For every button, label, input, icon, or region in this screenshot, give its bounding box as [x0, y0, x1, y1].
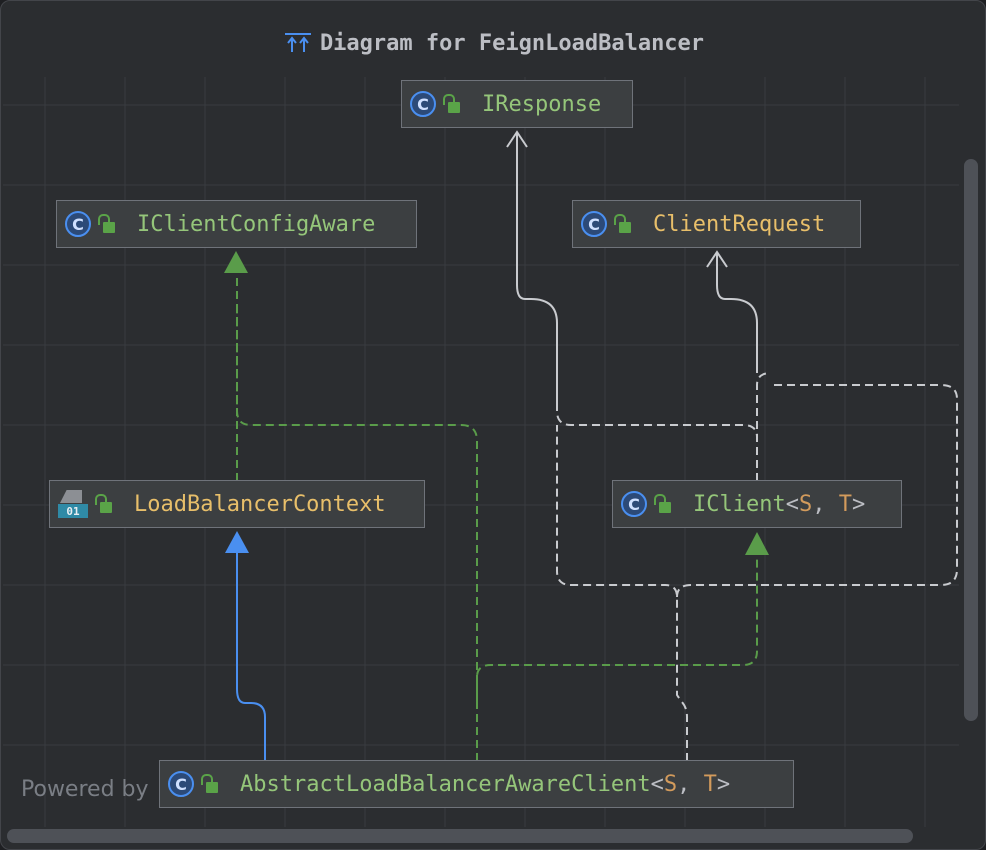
binary-class-icon: 01	[58, 489, 88, 519]
edge-depends-iclient-iresponse-arrowhead	[506, 130, 528, 148]
edge-depends-iclient-clientrequest-dash	[756, 372, 772, 481]
powered-by-label: Powered by	[21, 777, 149, 802]
node-label: AbstractLoadBalancerAwareClient<S, T>	[240, 771, 731, 797]
class-icon: C	[65, 211, 91, 237]
edge-extends-arrowhead	[225, 531, 249, 553]
diagram-title-bar: Diagram for FeignLoadBalancer	[1, 23, 985, 63]
edge-depends-iclient-iresponse-dash	[556, 410, 758, 481]
edge-depends-iclient-clientrequest-arrowhead	[706, 250, 728, 268]
lock-open-icon	[94, 492, 114, 516]
lock-open-icon	[442, 92, 462, 116]
node-iclientconfigaware[interactable]: C IClientConfigAware	[56, 200, 417, 248]
horizontal-scrollbar[interactable]	[7, 829, 913, 843]
lock-open-icon	[613, 212, 633, 236]
node-label: LoadBalancerContext	[134, 491, 386, 517]
edge-extends	[236, 549, 266, 761]
edge-implements-client-config	[236, 301, 478, 761]
edge-depends-iclient-iresponse	[516, 133, 558, 411]
diagram-layout-icon	[284, 33, 311, 52]
vertical-scrollbar[interactable]	[964, 159, 978, 721]
class-icon: C	[410, 91, 436, 117]
class-icon: C	[581, 211, 607, 237]
edge-implements-iclient	[476, 553, 758, 701]
edge-implements-context-config-arrowhead	[224, 251, 248, 273]
node-abstractloadbalancerawareclient[interactable]: C AbstractLoadBalancerAwareClient<S, T>	[159, 760, 794, 808]
node-iclient[interactable]: C IClient<S, T>	[612, 480, 902, 528]
node-label: IClientConfigAware	[137, 211, 376, 237]
lock-open-icon	[200, 772, 220, 796]
node-label: IClient<S, T>	[693, 491, 866, 517]
edge-depends-client-iresponse	[556, 425, 688, 761]
node-loadbalancercontext[interactable]: 01 LoadBalancerContext	[49, 480, 425, 528]
class-icon: C	[168, 771, 194, 797]
node-iresponse[interactable]: C IResponse	[401, 80, 633, 128]
node-clientrequest[interactable]: C ClientRequest	[572, 200, 861, 248]
lock-open-icon	[97, 212, 117, 236]
edge-implements-iclient-arrowhead	[745, 532, 769, 555]
grid	[3, 77, 959, 827]
diagram-title: Diagram for FeignLoadBalancer	[319, 30, 705, 56]
lock-open-icon	[653, 492, 673, 516]
node-label: ClientRequest	[653, 211, 826, 237]
edge-depends-iclient-clientrequest	[716, 253, 758, 373]
node-label: IResponse	[482, 91, 602, 117]
edges-layer	[224, 130, 958, 761]
class-icon: C	[621, 491, 647, 517]
